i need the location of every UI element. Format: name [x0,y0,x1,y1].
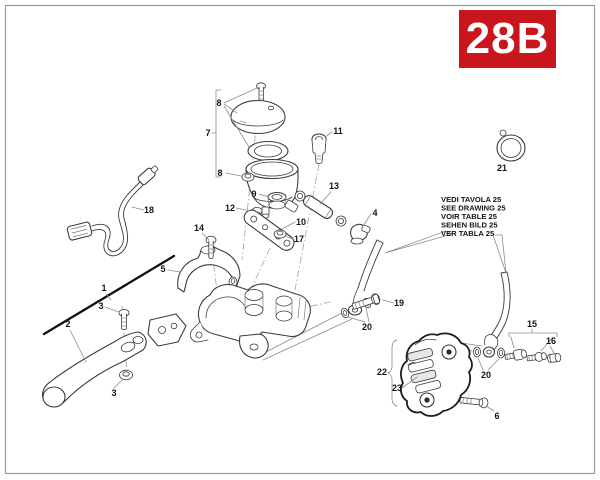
note-line-1: VEDI TAVOLA 25 [441,195,502,204]
part-label-8a: 8 [216,98,221,108]
switch-bracket-drawing [147,313,187,347]
note-line-5: VER TABLA 25 [441,229,495,238]
part-label-23: 23 [392,383,402,393]
grommet-drawing [267,191,287,210]
part-number-labels: 1 2 3 3 4 5 6 7 8 8 9 10 11 12 13 14 15 … [65,98,556,421]
part-label-17: 17 [294,234,304,244]
part-label-12: 12 [225,203,235,213]
part-label-21: 21 [497,163,507,173]
hose-union-drawing [350,223,371,245]
note-box-tail-left [384,230,454,254]
lever-pivot-nut-drawing [119,369,133,381]
part-label-11: 11 [333,126,343,136]
part-label-22: 22 [377,367,387,377]
union-bolt-drawing [311,133,327,164]
caliper-bolt-drawing [459,397,489,409]
master-cylinder-drawing [190,283,311,359]
part-label-15: 15 [527,319,537,329]
part-label-20a: 20 [362,322,372,332]
switch-cable-drawing [66,165,159,257]
group-7-brace [211,89,222,178]
part-label-3a: 3 [98,301,103,311]
clamp-screw-drawing [205,235,217,259]
part-label-19: 19 [394,298,404,308]
bleed-valve-1-drawing [504,348,527,361]
brake-lever-drawing [41,331,147,408]
banjo-bolt-drawing [351,293,381,310]
caliper-banjo-drawing [473,334,505,359]
part-label-7: 7 [205,128,210,138]
hose-section-drawing [294,190,347,227]
group-22-brace [386,339,398,407]
upper-brake-hose-drawing [347,239,384,316]
bracket-nut-drawing [273,229,287,239]
bleed-valve-2-drawing [526,351,547,362]
brake-caliper-drawing [400,332,473,417]
label-leader-lines [69,87,558,412]
reservoir-cap-drawing [230,99,286,135]
handlebar-line [42,254,176,336]
part-label-1: 1 [101,283,106,293]
part-label-18: 18 [144,205,154,215]
part-label-10: 10 [296,217,306,227]
see-table-note: VEDI TAVOLA 25 SEE DRAWING 25 VOIR TABLE… [441,195,506,238]
part-label-3b: 3 [111,388,116,398]
reservoir-diaphragm-drawing [247,140,289,162]
page-border [4,4,596,475]
reservoir-mount-nut-drawing [241,172,255,182]
note-line-3: VOIR TABLE 25 [441,212,498,221]
part-label-14: 14 [194,223,204,233]
bleed-valve-cap-drawing [547,352,562,363]
part-label-2: 2 [65,319,70,329]
note-box-tail-down [492,234,507,274]
plate-badge: 28B [459,10,556,68]
part-label-16: 16 [546,336,556,346]
part-label-13: 13 [329,181,339,191]
support-bracket-drawing [243,209,295,251]
part-label-20b: 20 [481,370,491,380]
part-label-9: 9 [251,189,256,199]
hose-clamp-drawing [496,129,526,162]
part-label-4: 4 [372,208,377,218]
lever-pivot-screw-drawing [118,308,130,330]
part-label-5: 5 [160,264,165,274]
note-line-4: SEHEN BILD 25 [441,221,498,230]
note-line-2: SEE DRAWING 25 [441,204,506,213]
part-label-6: 6 [494,411,499,421]
part-label-8b: 8 [217,168,222,178]
